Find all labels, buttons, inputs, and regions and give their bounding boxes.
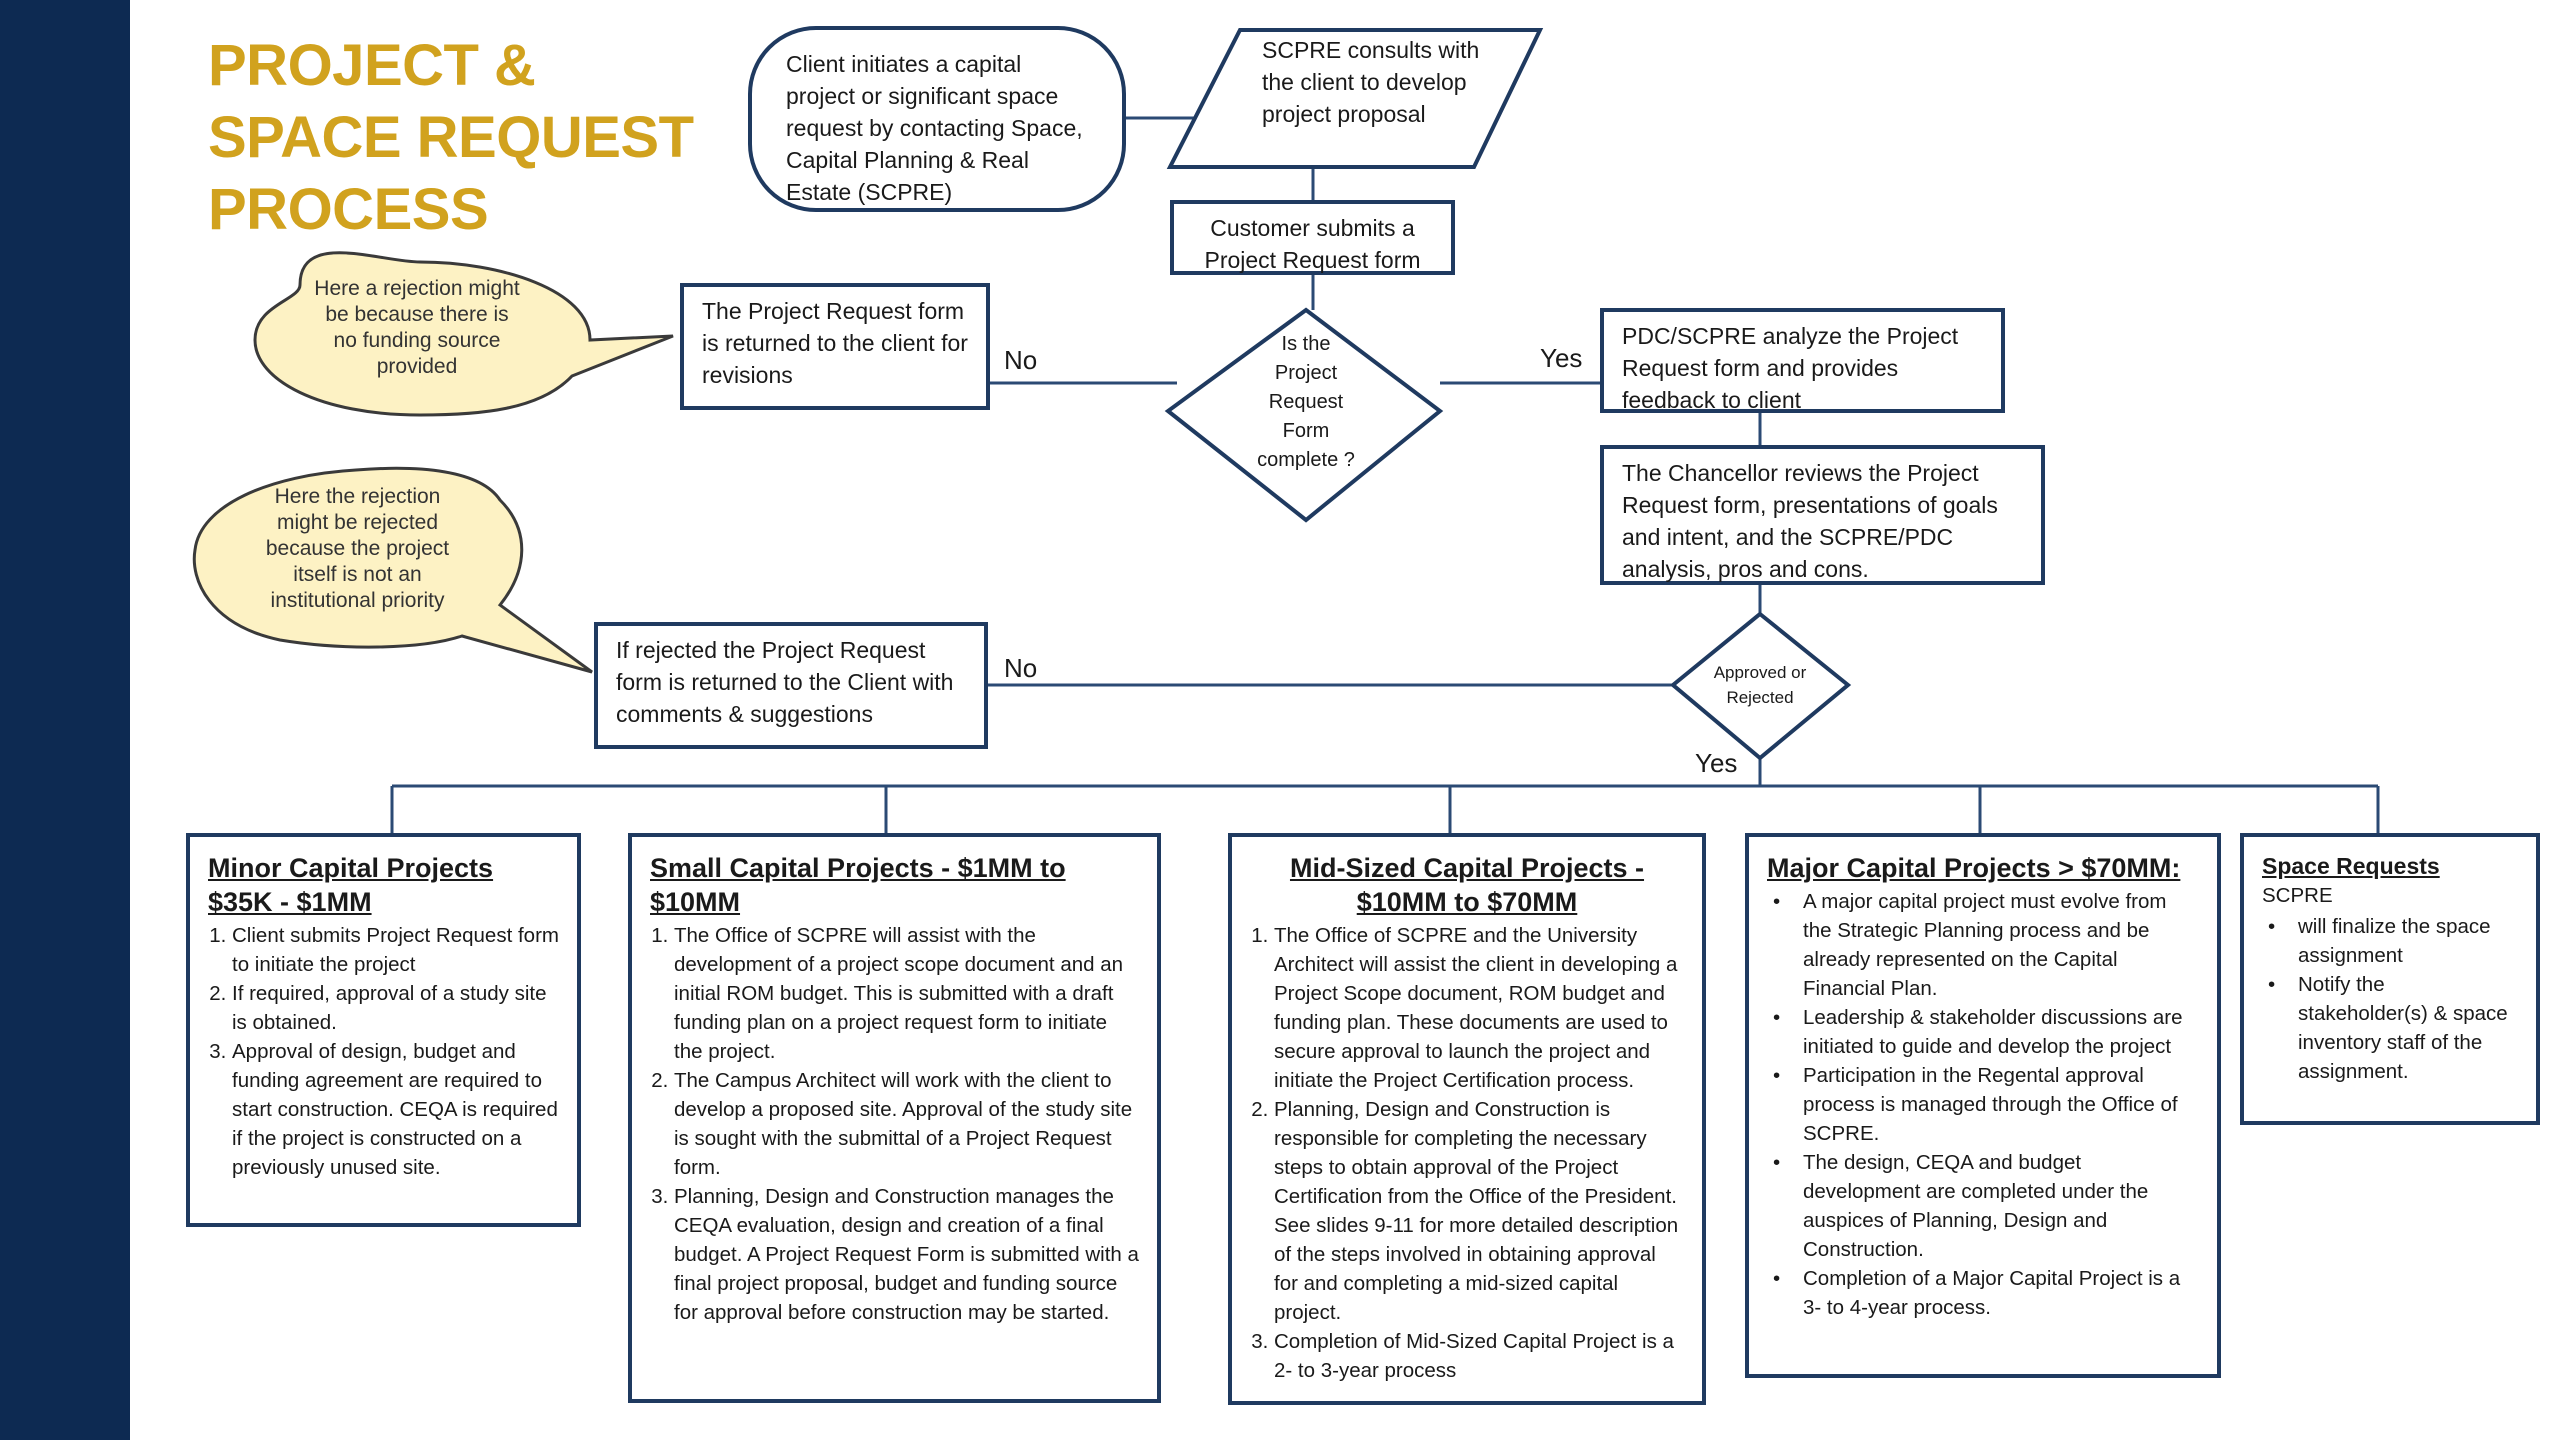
space-item-2: Notify the stakeholder(s) & space invent… [2268,970,2518,1086]
major-item-5: Completion of a Major Capital Project is… [1773,1264,2199,1322]
small-title: Small Capital Projects - $1MM to $10MM [650,853,1066,917]
title-line-3: PROCESS [208,177,489,242]
process-chancellor-reviews: The Chancellor reviews the Project Reque… [1600,445,2045,585]
small-list: The Office of SCPRE will assist with the… [650,921,1139,1327]
label-no-2: No [1004,653,1038,683]
process-rejected-returned: If rejected the Project Request form is … [594,622,988,749]
decision1-text: Is the Project Request Form complete ? [1257,333,1355,471]
minor-item-1: Client submits Project Request form to i… [232,921,559,979]
minor-item-2: If required, approval of a study site is… [232,979,559,1037]
process-customer-submits: Customer submits a Project Request form [1170,200,1455,275]
returned-text: The Project Request form is returned to … [702,298,968,388]
oval-text: Client initiates a capital project or si… [786,51,1083,205]
pdc-text: PDC/SCPRE analyze the Project Request fo… [1622,323,1959,413]
parallelogram-consult-text: SCPRE consults with the client to develo… [1262,37,1480,127]
space-item-1: will finalize the space assignment [2268,912,2518,970]
category-small-capital: Small Capital Projects - $1MM to $10MM T… [628,833,1161,1403]
start-oval-client-initiates: Client initiates a capital project or si… [748,26,1126,212]
major-item-1: A major capital project must evolve from… [1773,887,2199,1003]
mid-title: Mid-Sized Capital Projects - $10MM to $7… [1289,853,1645,917]
rejected-text: If rejected the Project Request form is … [616,637,954,727]
major-item-2: Leadership & stakeholder discussions are… [1773,1003,2199,1061]
callout-text-2: Here the rejection might be rejected bec… [265,485,450,612]
sidebar-band [0,0,130,1440]
space-subtitle: SCPRE [2262,884,2333,907]
major-list: A major capital project must evolve from… [1767,887,2199,1322]
major-title: Major Capital Projects > $70MM: [1767,853,2181,883]
label-yes-2: Yes [1695,748,1738,778]
small-item-1: The Office of SCPRE will assist with the… [674,921,1139,1066]
label-yes-1: Yes [1540,343,1583,373]
process-pdc-analyze: PDC/SCPRE analyze the Project Request fo… [1600,308,2005,413]
space-list: will finalize the space assignment Notif… [2262,912,2518,1086]
parallelogram-consult-shape [1166,28,1544,169]
minor-item-3: Approval of design, budget and funding a… [232,1037,559,1182]
small-item-2: The Campus Architect will work with the … [674,1066,1139,1182]
category-minor-capital: Minor Capital Projects $35K - $1MM Clien… [186,833,581,1227]
mid-item-2: Planning, Design and Construction is res… [1274,1095,1684,1327]
callout-bubble-1 [253,251,674,417]
callout-bubble-2 [192,466,593,674]
title-line-1: PROJECT & [208,33,536,98]
callout-text-1: Here a rejection might be because there … [314,277,520,378]
minor-title: Minor Capital Projects $35K - $1MM [208,853,494,917]
mid-list: The Office of SCPRE and the University A… [1250,921,1684,1385]
decision-diamond-approved [1669,611,1852,761]
category-major-capital: Major Capital Projects > $70MM: A major … [1745,833,2221,1378]
process-returned-for-revisions: The Project Request form is returned to … [680,283,990,410]
minor-list: Client submits Project Request form to i… [208,921,559,1182]
major-item-4: The design, CEQA and budget development … [1773,1148,2199,1264]
major-item-3: Participation in the Regental approval p… [1773,1061,2199,1148]
category-mid-sized-capital: Mid-Sized Capital Projects - $10MM to $7… [1228,833,1706,1405]
chancellor-text: The Chancellor reviews the Project Reque… [1622,460,1998,582]
space-title: Space Requests [2262,853,2440,879]
decision-diamond-complete [1164,307,1444,523]
page-title: PROJECT & SPACE REQUEST PROCESS [208,30,694,246]
label-no-1: No [1004,345,1038,375]
mid-item-1: The Office of SCPRE and the University A… [1274,921,1684,1095]
category-space-requests: Space Requests SCPRE will finalize the s… [2240,833,2540,1125]
customer-submits-text: Customer submits a Project Request form [1204,215,1421,273]
decision2-text: Approved or Rejected [1713,663,1807,707]
mid-item-3: Completion of Mid-Sized Capital Project … [1274,1327,1684,1385]
small-item-3: Planning, Design and Construction manage… [674,1182,1139,1327]
title-line-2: SPACE REQUEST [208,105,694,170]
